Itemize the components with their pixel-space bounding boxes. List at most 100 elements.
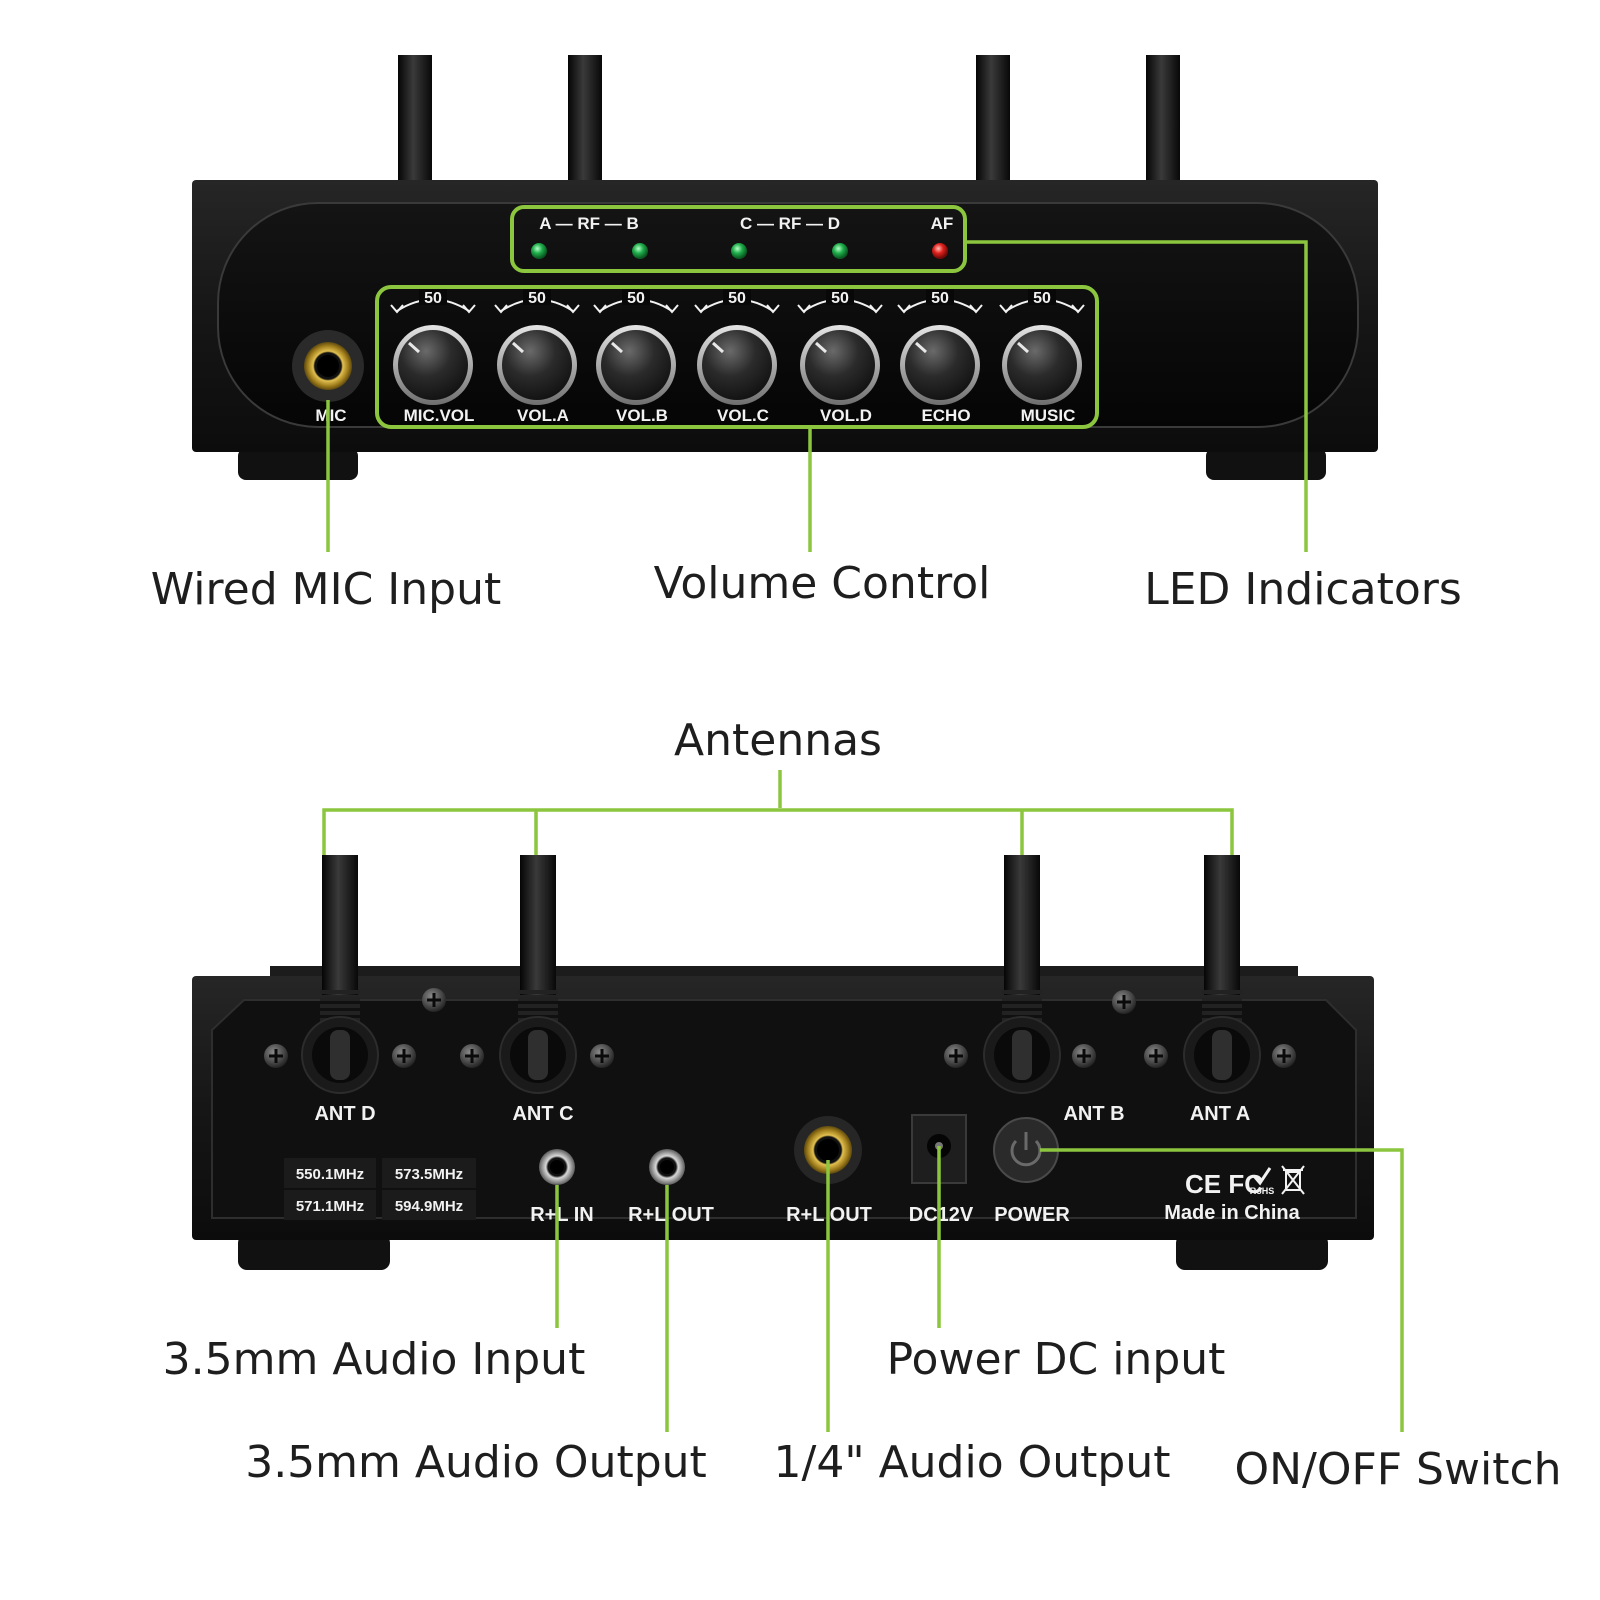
screw-icon bbox=[264, 1044, 288, 1068]
quarter-inch-hole bbox=[817, 1139, 839, 1161]
knob-scale-arrow-right bbox=[566, 304, 580, 314]
callout-audio-output-35: 3.5mm Audio Output bbox=[245, 1437, 707, 1488]
volume-knobs: 50MIC.VOL50VOL.A50VOL.B50VOL.C50VOL.D50E… bbox=[390, 287, 1085, 425]
freq-3: 571.1MHz bbox=[296, 1198, 364, 1215]
antenna-label: ANT B bbox=[1063, 1103, 1124, 1125]
power-icon bbox=[1010, 1132, 1042, 1167]
rear-panel bbox=[211, 999, 1357, 1219]
led-rf-d bbox=[832, 243, 848, 259]
callout-led-indicators: LED Indicators bbox=[1144, 564, 1462, 615]
callout-power-dc: Power DC input bbox=[887, 1334, 1226, 1385]
knob-scale-arrow-left bbox=[390, 304, 404, 314]
led-label-rf-ab: A — RF — B bbox=[539, 214, 638, 233]
made-in-label: Made in China bbox=[1164, 1202, 1300, 1224]
knob-scale-label: 50 bbox=[931, 290, 949, 307]
lead-antennas-bar bbox=[322, 808, 1234, 880]
freq-2: 573.5MHz bbox=[395, 1166, 463, 1183]
rear-screws bbox=[264, 988, 1296, 1068]
lead-led bbox=[965, 240, 1308, 552]
callout-wired-mic: Wired MIC Input bbox=[151, 564, 501, 615]
front-panel bbox=[217, 202, 1359, 428]
rl-out-small-jack-hole bbox=[660, 1160, 674, 1174]
knob-scale-arrow-right bbox=[869, 304, 883, 314]
callout-volume-control: Volume Control bbox=[654, 558, 991, 609]
knob-scale-label: 50 bbox=[1033, 290, 1051, 307]
front-unit: MIC A — RF — B C — RF — D AF 50MIC.VOL50… bbox=[192, 55, 1378, 480]
knob-label: MIC.VOL bbox=[404, 406, 475, 425]
antenna-label: ANT C bbox=[512, 1103, 573, 1125]
front-foot-right bbox=[1206, 448, 1326, 480]
antenna-label: ANT D bbox=[314, 1103, 375, 1125]
knob-scale-arrow-right bbox=[462, 304, 476, 314]
rohs-check-icon bbox=[1252, 1167, 1272, 1186]
screw-icon bbox=[1144, 1044, 1168, 1068]
screw-icon bbox=[460, 1044, 484, 1068]
led-highlight-box bbox=[510, 205, 967, 273]
knob-label: VOL.C bbox=[717, 406, 769, 425]
knob-scale-arrow-left bbox=[694, 304, 708, 314]
rear-foot-right bbox=[1176, 1234, 1328, 1270]
led-af bbox=[932, 243, 948, 259]
front-antenna-4 bbox=[1146, 55, 1180, 185]
knob-indicator bbox=[511, 341, 525, 354]
power-label: POWER bbox=[994, 1204, 1070, 1226]
knob-indicator bbox=[711, 341, 725, 354]
led-label-rf-cd: C — RF — D bbox=[740, 214, 840, 233]
rear-foot-left bbox=[238, 1234, 390, 1270]
knob-indicator bbox=[407, 341, 421, 354]
knob-indicator bbox=[814, 341, 828, 354]
rear-antennas: ANT D ANT C ANT B ANT A bbox=[301, 855, 1261, 1125]
led-rf-a bbox=[531, 243, 547, 259]
knob-scale-arrow-left bbox=[999, 304, 1013, 314]
antenna-ant-d[interactable]: ANT D bbox=[301, 855, 379, 1125]
dc-label: DC12V bbox=[909, 1204, 974, 1226]
frequency-table: 550.1MHz 573.5MHz 571.1MHz 594.9MHz bbox=[284, 1158, 476, 1220]
front-foot-left bbox=[238, 448, 358, 480]
knob-scale-label: 50 bbox=[424, 290, 442, 307]
knob-indicator bbox=[914, 341, 928, 354]
antenna-ant-a[interactable]: ANT A bbox=[1183, 855, 1261, 1125]
front-antenna-1 bbox=[398, 55, 432, 185]
antenna-ant-c[interactable]: ANT C bbox=[499, 855, 577, 1125]
led-rf-c bbox=[731, 243, 747, 259]
knob-scale-label: 50 bbox=[728, 290, 746, 307]
callout-antennas: Antennas bbox=[674, 715, 882, 766]
callout-onoff: ON/OFF Switch bbox=[1234, 1444, 1561, 1495]
antenna-ant-b[interactable]: ANT B bbox=[983, 855, 1125, 1125]
knob-indicator bbox=[610, 341, 624, 354]
rl-in-label: R+L IN bbox=[530, 1204, 594, 1226]
knob-scale-arrow-right bbox=[665, 304, 679, 314]
lead-onoff bbox=[1040, 1148, 1404, 1432]
freq-4: 594.9MHz bbox=[395, 1198, 463, 1215]
weee-bin-icon bbox=[1281, 1165, 1305, 1195]
callout-audio-input: 3.5mm Audio Input bbox=[163, 1334, 586, 1385]
knob-label: VOL.A bbox=[517, 406, 569, 425]
knob-scale-arrow-left bbox=[897, 304, 911, 314]
screw-icon bbox=[1272, 1044, 1296, 1068]
rl-in-jack-hole bbox=[550, 1160, 564, 1174]
knob-label: ECHO bbox=[921, 406, 970, 425]
knob-scale-arrow-left bbox=[797, 304, 811, 314]
mic-jack-hole bbox=[317, 355, 339, 377]
knob-scale-arrow-left bbox=[494, 304, 508, 314]
knob-indicator bbox=[1016, 341, 1030, 354]
screw-icon bbox=[1112, 990, 1136, 1014]
knob-scale-label: 50 bbox=[528, 290, 546, 307]
knob-scale-arrow-right bbox=[969, 304, 983, 314]
volume-highlight-box bbox=[375, 285, 1099, 429]
screw-icon bbox=[422, 988, 446, 1012]
rear-unit: ANT D ANT C ANT B ANT A 550.1MHz 573.5MHz 5… bbox=[192, 855, 1374, 1270]
screw-icon bbox=[590, 1044, 614, 1068]
front-antenna-3 bbox=[976, 55, 1010, 185]
knob-scale-label: 50 bbox=[627, 290, 645, 307]
knob-scale-arrow-left bbox=[593, 304, 607, 314]
knob-label: MUSIC bbox=[1021, 406, 1076, 425]
